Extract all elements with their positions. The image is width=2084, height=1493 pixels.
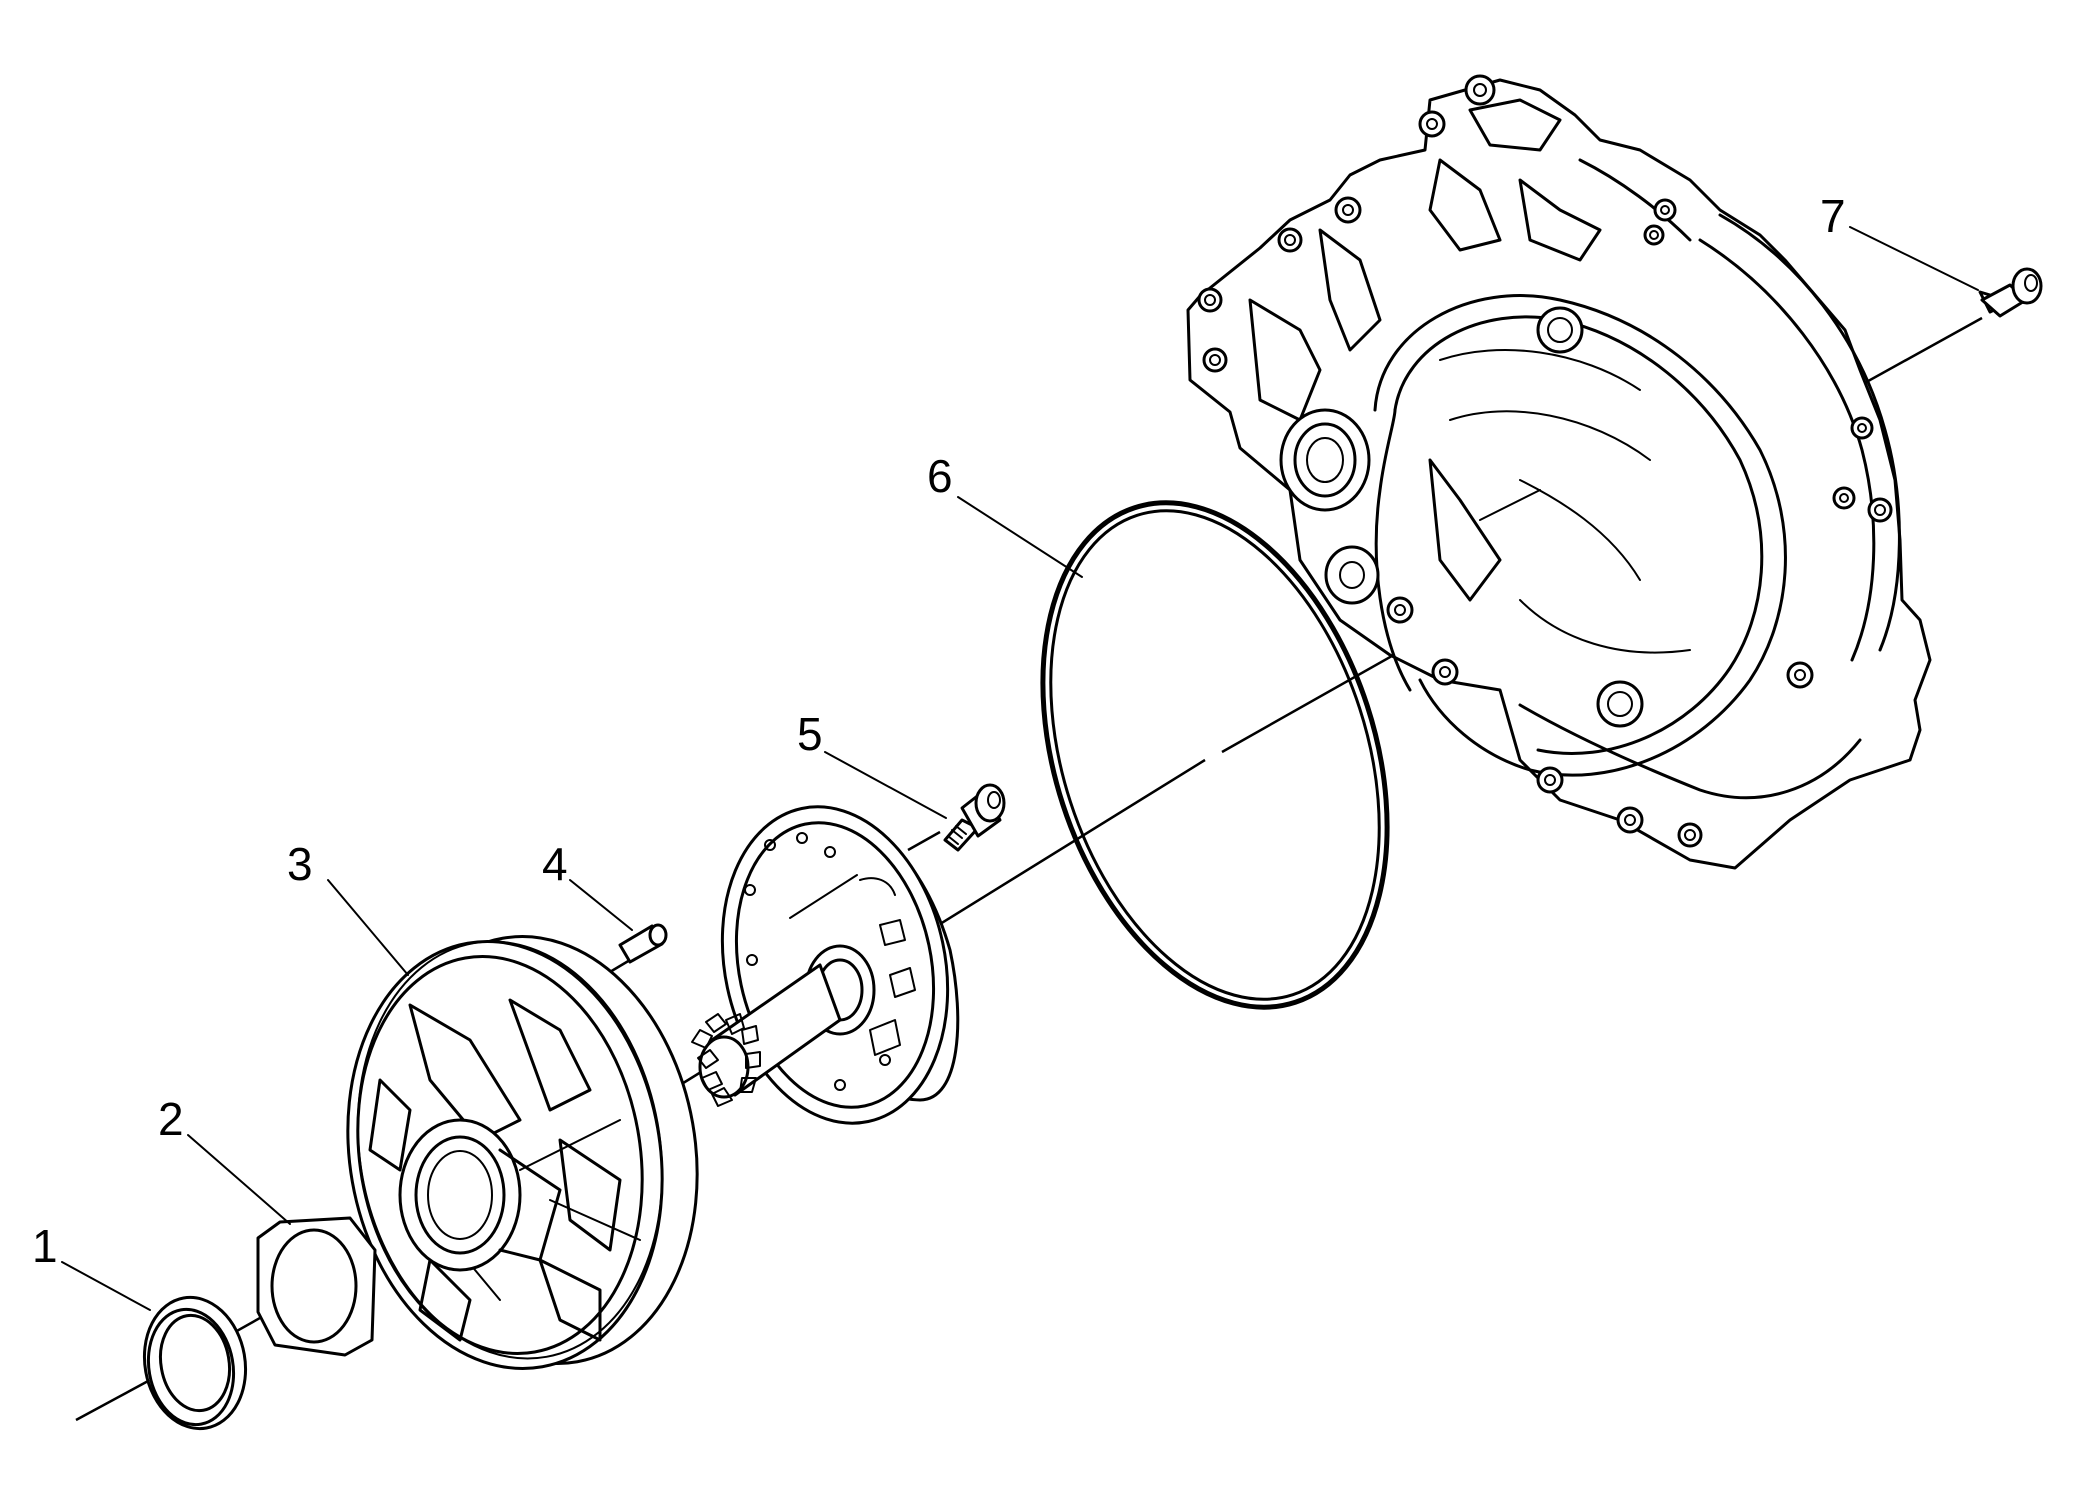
callout-7: 7 [1820, 190, 1846, 242]
callout-6: 6 [927, 450, 953, 502]
transmission-case-housing [1186, 74, 1932, 870]
o-ring-part-6 [1040, 500, 1390, 1010]
callout-2: 2 [158, 1093, 184, 1145]
callout-3: 3 [287, 838, 313, 890]
callout-labels: 1 2 3 4 5 6 7 [32, 190, 1846, 1272]
callout-4: 4 [542, 838, 568, 890]
callout-leader-lines [61, 226, 1979, 1311]
case-seal-bore [1279, 408, 1380, 605]
dowel-pin-part-4 [618, 923, 668, 964]
stator-shaft-splines [691, 1013, 761, 1107]
callout-1: 1 [32, 1220, 58, 1272]
seal-part-1 [142, 1295, 248, 1431]
bolt-part-5 [943, 783, 1006, 852]
callout-5: 5 [797, 708, 823, 760]
bolt-part-7 [1978, 267, 2043, 318]
pump-cover-plate [691, 805, 960, 1125]
pump-body-part-3 [346, 935, 699, 1370]
gasket-part-2 [256, 1216, 377, 1357]
